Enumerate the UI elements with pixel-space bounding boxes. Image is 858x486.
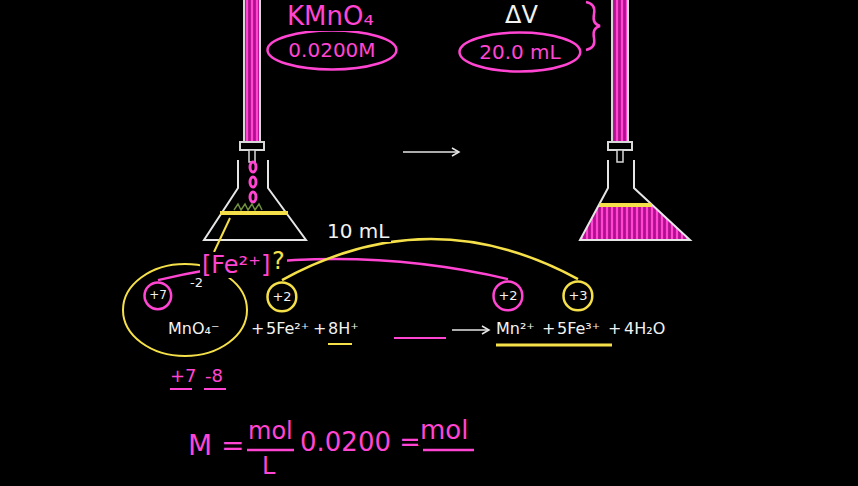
product: 4H₂O: [622, 320, 667, 338]
reactant: MnO₄⁻: [166, 320, 221, 338]
left-burette: [240, 0, 264, 162]
charge-sum: -8: [203, 366, 225, 386]
solution-level: [220, 211, 288, 215]
product: 5Fe³⁺: [555, 320, 602, 338]
outline-ellipse: [268, 31, 397, 70]
fraction-bar: [244, 449, 294, 452]
oxidation-number: +2: [492, 280, 524, 312]
right-burette: [608, 0, 632, 162]
underline: [394, 337, 446, 339]
reactant: 8H⁺: [326, 320, 361, 338]
underline: [204, 388, 226, 390]
fraction-bar: [416, 449, 474, 452]
node-text: 0.0200M: [288, 39, 375, 61]
node-text: +2: [272, 290, 291, 304]
oxidation-number: +7: [143, 281, 173, 311]
outline-ellipse: [460, 33, 581, 72]
underline: [328, 343, 352, 345]
reaction-arrow: [452, 326, 489, 334]
outline-ellipse: [494, 282, 523, 311]
numerator: mol: [418, 416, 470, 445]
oxidation-number: +3: [562, 280, 594, 312]
node-text: 20.0 mL: [479, 41, 561, 63]
permanganate-drops: [250, 162, 256, 202]
numerator: mol: [246, 418, 295, 444]
plus-sign: +: [606, 320, 623, 338]
process-arrow: [403, 148, 459, 156]
charge-sum: +7: [168, 366, 199, 386]
reactant: 5Fe²⁺: [264, 320, 311, 338]
node-text: +2: [498, 289, 517, 303]
concentration-value: 0.0200 =: [298, 428, 423, 457]
outline-ellipse: [145, 283, 172, 310]
oxidation-number: +2: [266, 281, 298, 313]
volume-symbol: ΔV: [503, 2, 540, 28]
right-flask: [580, 160, 690, 240]
node-text: +7: [149, 289, 167, 302]
brace: [586, 2, 600, 50]
outline-ellipse: [268, 283, 297, 312]
denominator: L: [260, 453, 277, 479]
concentration-label: [Fe²⁺]: [200, 252, 272, 278]
solution-scribble: [234, 204, 262, 210]
endpoint-level: [599, 203, 652, 207]
underline: [496, 344, 612, 347]
circled-volume: 20.0 mL: [458, 31, 582, 73]
oxidation-link: [282, 239, 578, 280]
volume-label: 10 mL: [325, 220, 391, 242]
molarity-formula: M =: [186, 431, 247, 462]
product: Mn²⁺: [494, 320, 537, 338]
outline-ellipse: [564, 282, 593, 311]
circled-concentration: 0.0200M: [266, 29, 398, 71]
fe-leader: [214, 218, 230, 252]
question-mark: ?: [270, 248, 287, 274]
reagent-formula: KMnO₄: [285, 2, 376, 31]
oxidation-number: -2: [188, 276, 205, 290]
node-text: +3: [568, 289, 587, 303]
underline: [170, 388, 192, 390]
left-flask: [204, 160, 306, 240]
